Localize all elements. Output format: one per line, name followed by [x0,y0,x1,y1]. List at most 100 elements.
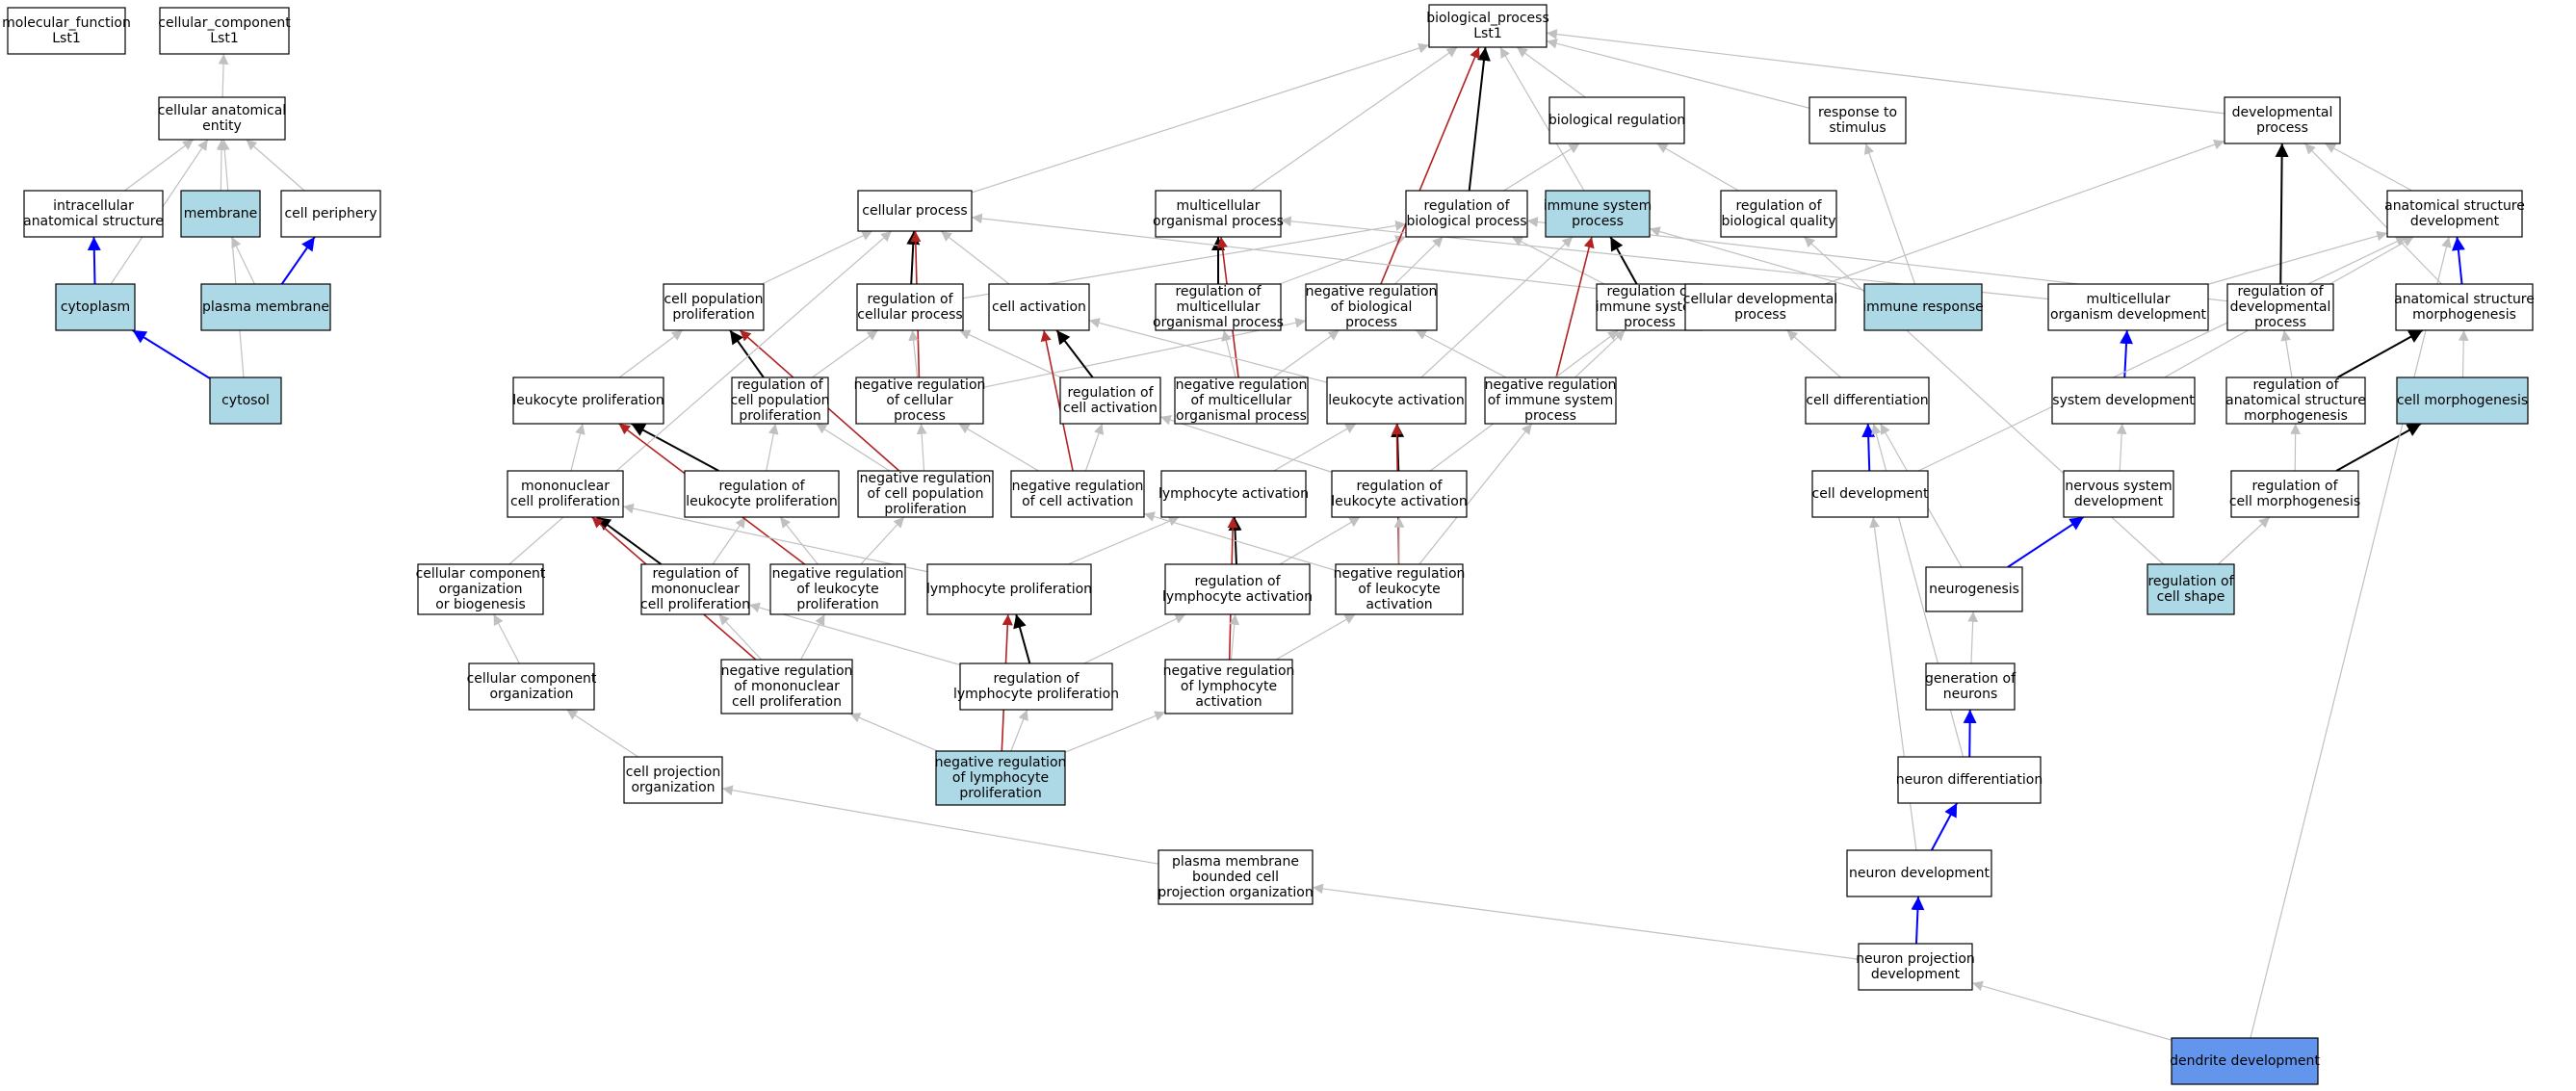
edge-is-a-bioreg-to-bp [1516,46,1586,98]
term-node-leukact[interactable]: leukocyte activation [1326,377,1467,425]
term-node-neurdev[interactable]: neuron development [1846,849,1992,897]
term-label-line: multicellular [1177,299,1261,315]
term-node-bioreg[interactable]: biological regulation [1548,96,1685,144]
term-label-line: of mononuclear [734,679,840,694]
term-node-neurdiff[interactable]: neuron differentiation [1896,756,2043,804]
edge-is-a-negreglya-to-negregla [1275,613,1356,661]
edge-is-a-leukprolif-to-cellpop [618,329,684,378]
term-box [2395,283,2534,331]
term-box [2051,377,2196,425]
term-label-line: activation [1195,694,1262,710]
term-label-line: cytosol [221,393,270,408]
term-node-neurogen[interactable]: neurogenesis [1925,566,2023,612]
term-label-line: regulation of [652,566,739,582]
term-label-line: anatomical structure [2394,292,2535,307]
term-label-line: dendrite development [2170,1053,2320,1069]
term-node-leukprolif[interactable]: leukocyte proliferation [512,377,664,425]
term-node-celldev[interactable]: cell development [1811,470,1929,518]
term-node-lymphact[interactable]: lymphocyte activation [1158,470,1309,518]
term-node-lymphprolif[interactable]: lymphocyte proliferation [926,563,1092,615]
term-node-cellproc[interactable]: cellular process [857,190,973,232]
term-box [926,563,1092,615]
term-node-pm[interactable]: plasma membrane [200,283,331,331]
term-node-dendev[interactable]: dendrite development [2170,1037,2320,1085]
edge-is-a-negregmop-to-regmop [1221,329,1236,378]
term-label-line: negative regulation [1012,479,1144,494]
term-node-cellper[interactable]: cell periphery [280,190,381,238]
term-label-line: regulation of [1067,385,1154,401]
term-label-line: organization [631,780,715,795]
term-box [280,190,381,238]
edge-is-a-negregla-to-negregca [1143,511,1337,572]
edge-is-a-lymphact-to-leukact [1273,423,1357,472]
edge-part-of-npd-to-neurdev [1911,896,1925,945]
term-node-celldiff[interactable]: cell differentiation [1805,377,1930,425]
term-label-line: proliferation [959,786,1041,801]
term-node-immresp[interactable]: immune response [1862,283,1984,331]
term-label-line: organismal process [1153,214,1284,229]
term-label-line: regulation of [2147,574,2234,589]
term-label-line: cell proliferation [510,494,620,509]
term-node-sysdev[interactable]: system development [2051,377,2196,425]
edge-is-a-negregmcp-to-negreglp [800,613,825,661]
term-label-line: development [1871,967,1961,982]
term-node-cytoplasm[interactable]: cytoplasm [55,283,136,331]
term-label-line: regulation of [2251,479,2338,494]
term-node-cellact[interactable]: cell activation [988,283,1090,331]
edge-is-a-regasm-to-regdevproc [2280,329,2293,378]
term-node-membrane[interactable]: membrane [180,190,261,238]
term-box [7,7,126,55]
term-node-cellmorph[interactable]: cell morphogenesis [2396,377,2529,425]
term-label-line: immune response [1862,299,1984,315]
term-node-cytosol[interactable]: cytosol [209,377,282,425]
